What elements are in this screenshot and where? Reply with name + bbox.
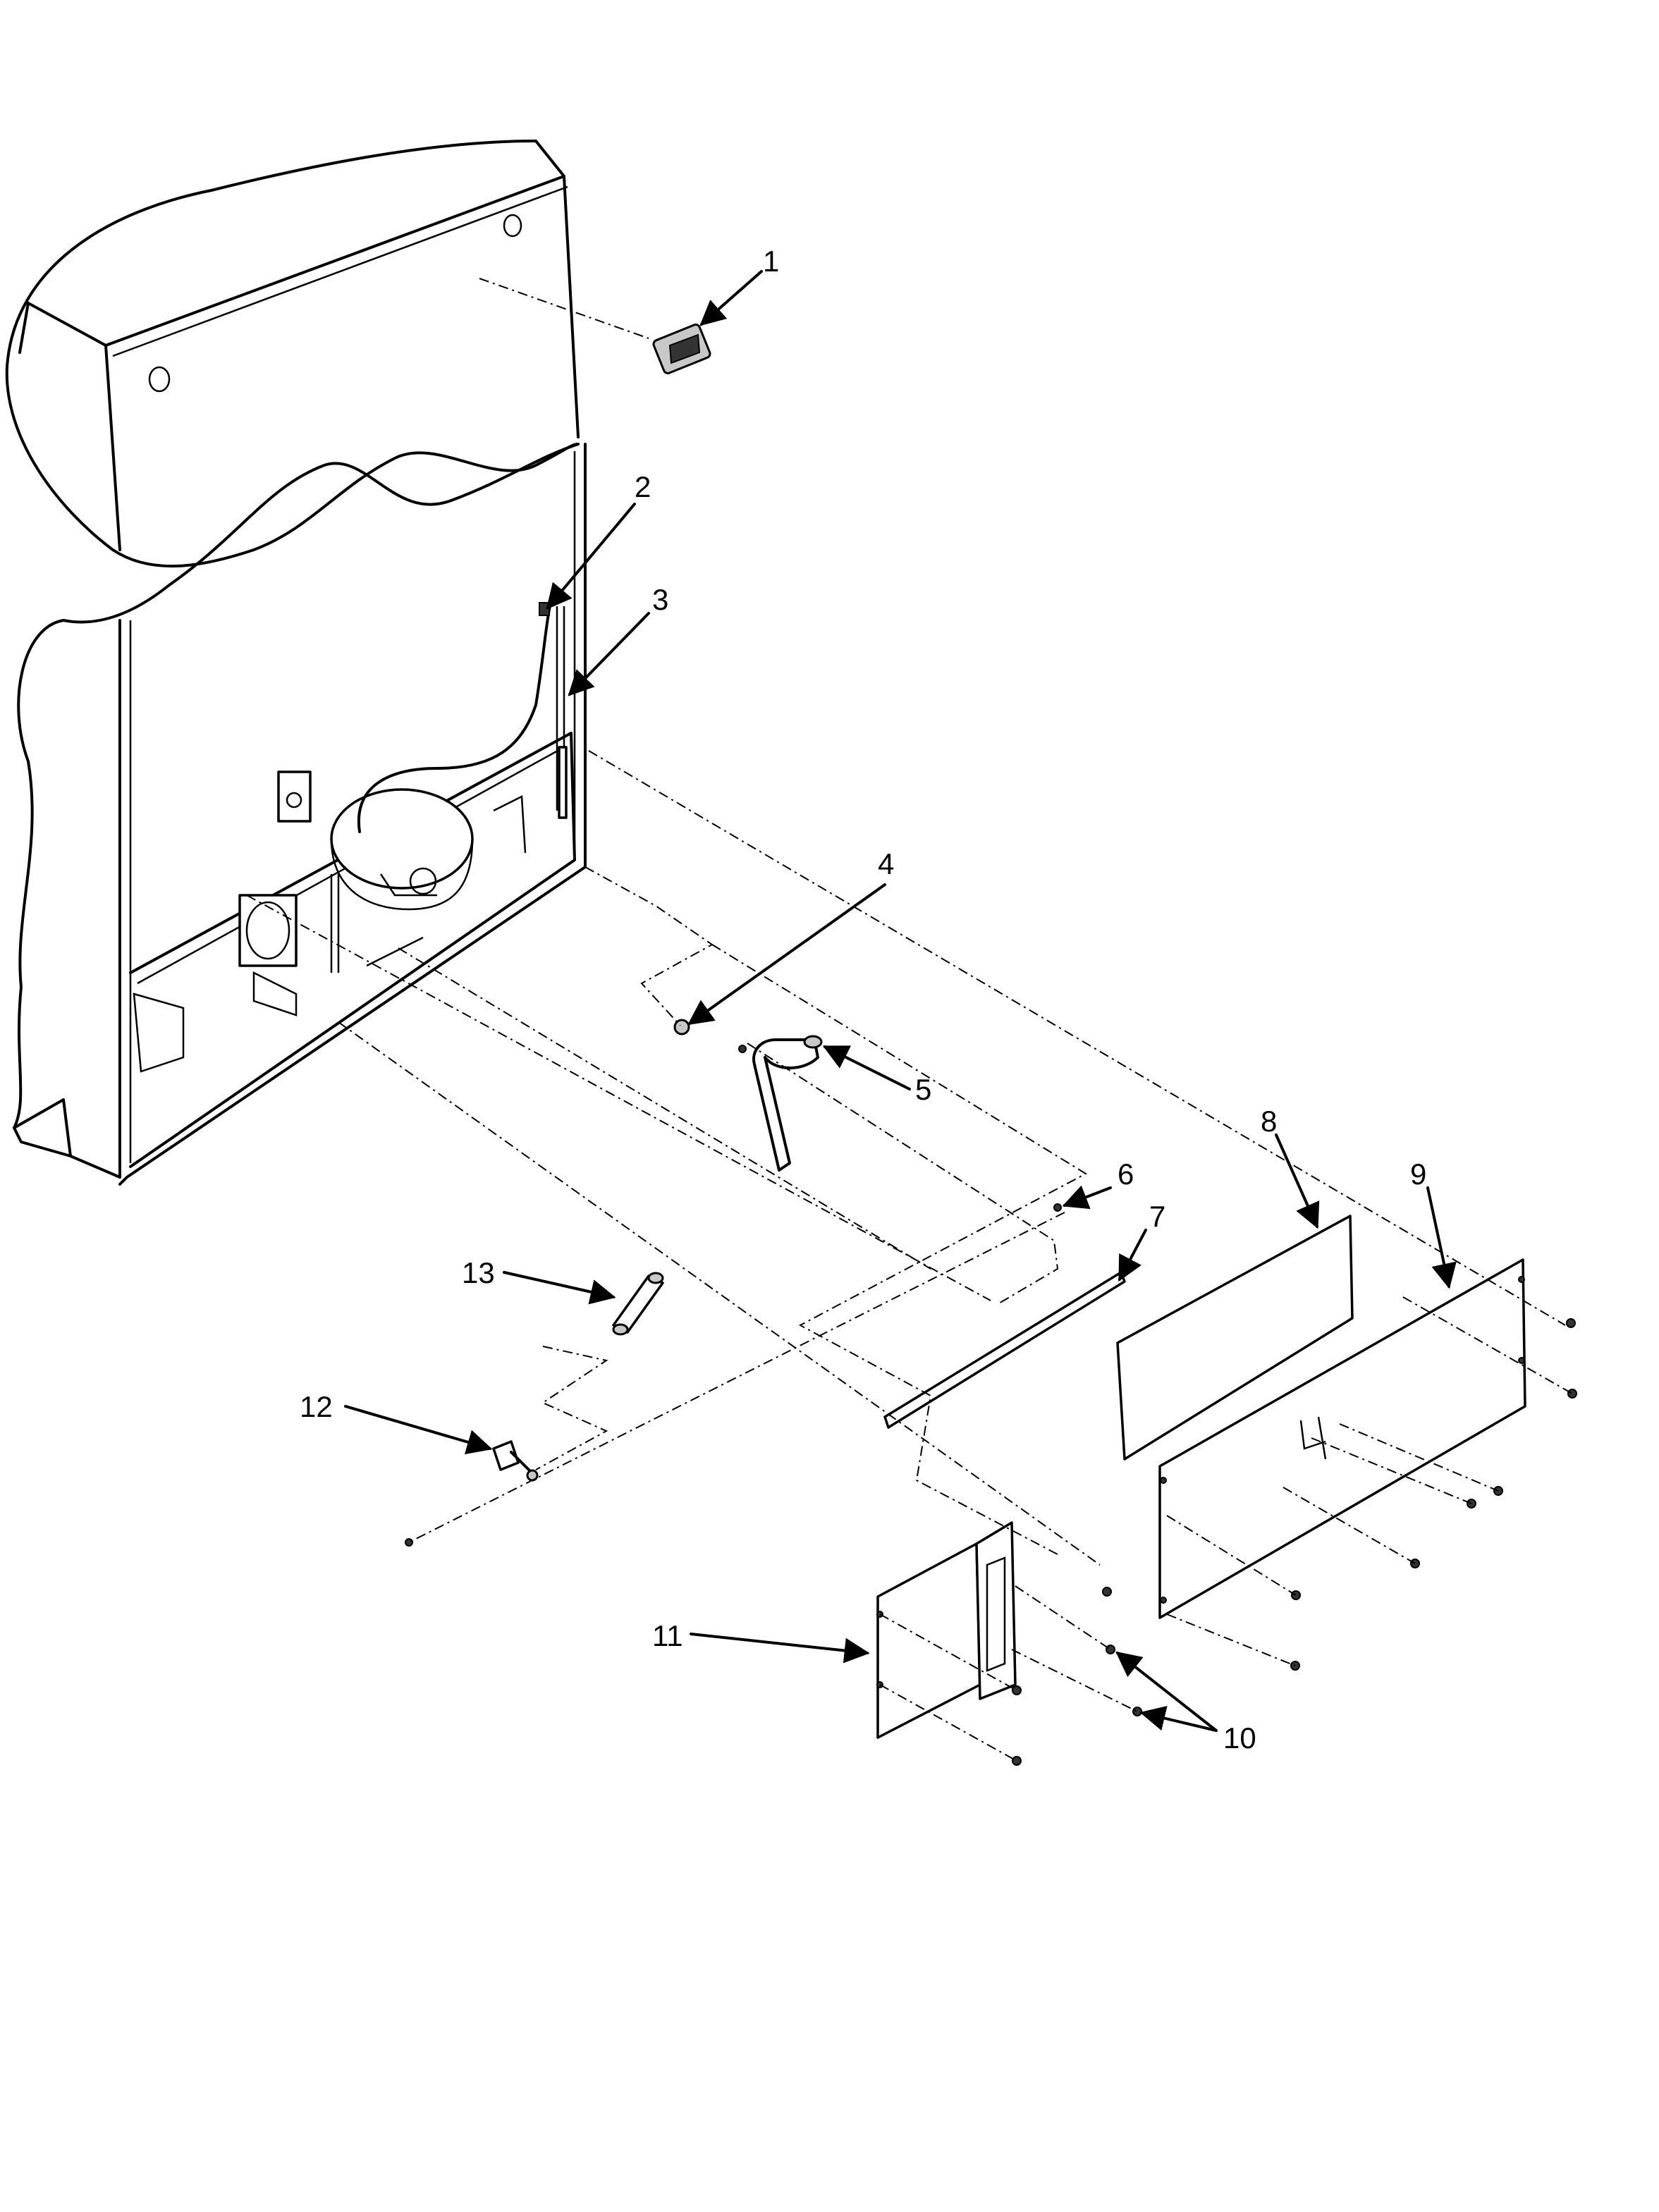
vent-hole-right: [503, 214, 522, 238]
callout-2: 2: [635, 470, 651, 503]
callout-1: 1: [763, 245, 779, 278]
cabinet-top-outline: [18, 140, 580, 551]
part-8-insulation-panel: [1116, 1215, 1354, 1461]
part-9-access-panel: [1158, 1258, 1526, 1619]
callout-12: 12: [300, 1390, 333, 1423]
refrigerator-cabinet: [5, 140, 587, 1186]
callout-labels: 1 2 3 4 5 6 7 8 9 10 11 12 13: [300, 245, 1426, 1755]
part-12-screw: [405, 1538, 413, 1547]
callout-10: 10: [1223, 1721, 1256, 1755]
part-5-drain-hose: [752, 1035, 823, 1172]
cabinet-top-inner-edge: [112, 185, 568, 357]
part-11-bracket-panel: [876, 1521, 1017, 1739]
part-6-screw: [1053, 1203, 1062, 1212]
callout-8: 8: [1261, 1105, 1277, 1138]
callout-3: 3: [652, 583, 668, 616]
cabinet-top-break-line: [5, 140, 580, 568]
part-4-screw: [738, 1045, 747, 1053]
assembly-guide-lines: [246, 278, 1573, 1762]
suction-line: [493, 606, 565, 854]
junction-box-knockout: [286, 792, 302, 809]
callout-13: 13: [462, 1256, 495, 1289]
callout-9: 9: [1410, 1157, 1426, 1191]
drain-pan: [133, 993, 185, 1073]
part-12-water-valve: [492, 1440, 539, 1482]
part-4-grommet: [673, 1019, 690, 1036]
cabinet-lower-outline: [13, 443, 587, 1186]
callout-7: 7: [1149, 1200, 1165, 1233]
compressor: [330, 788, 474, 911]
refrigerant-tubing: [357, 605, 551, 833]
vent-hole-left: [148, 366, 171, 393]
cabinet-lower-break-line: [13, 443, 580, 1129]
callout-leaders: [344, 270, 1457, 1732]
part-3-tube: [558, 746, 568, 819]
cabinet-lower-inner-edge: [129, 451, 576, 1163]
part-1-cabinet-plug: [652, 324, 711, 374]
electrical-junction-box: [277, 770, 312, 823]
compressor-bracket: [330, 874, 424, 973]
part-13-filter: [612, 1272, 664, 1336]
part-2-clip: [539, 602, 550, 616]
callout-6: 6: [1118, 1157, 1134, 1191]
callout-11: 11: [652, 1619, 683, 1652]
part-7-seal-strip: [883, 1271, 1126, 1429]
callout-4: 4: [878, 847, 894, 880]
callout-5: 5: [915, 1073, 931, 1106]
condenser-fan: [238, 894, 298, 1016]
